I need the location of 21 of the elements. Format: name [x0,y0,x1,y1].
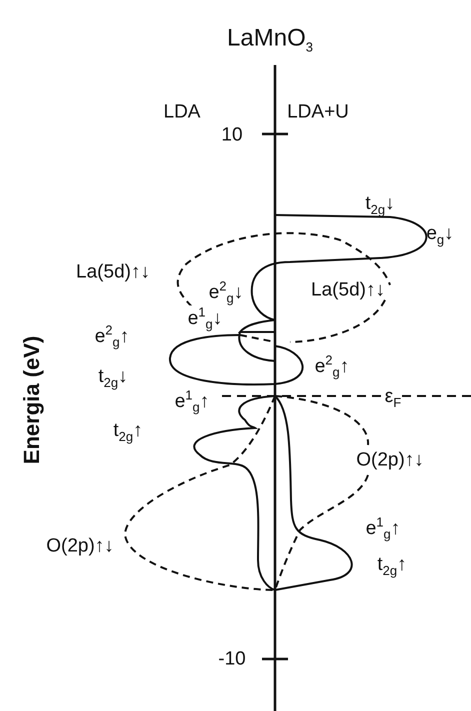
band-label: t$_{2g}$↑ [113,421,143,443]
band-label: e$^{2}$$_{g}$↓ [208,279,244,305]
band-label: e$^{1}$$_{g}$↑ [366,515,400,541]
band-label: t$_{2g}$↓ [98,367,128,389]
band-label: O(2p)↑↓ [356,450,424,470]
band-label: La(5d)↑↓ [76,262,150,282]
panel-label: LDA+U [287,102,349,122]
band-label: t$_{2g}$↑ [377,555,407,577]
band-label: O(2p)↑↓ [46,536,114,556]
band-label: t$_{2g}$↓ [365,194,395,216]
band-label: La(5d)↑↓ [311,280,385,300]
tick-label: -10 [218,650,246,668]
band-label: e$^{1}$$_{g}$↓ [188,305,222,331]
band-label: e$^{1}$$_{g}$↑ [174,388,210,414]
band-label: e$^{2}$$_{g}$↑ [314,353,350,379]
band-label: e$_{g}$↓ [426,224,454,246]
chart-title: LaMnO$_{3}$ [227,26,313,54]
band-label: e$^{2}$$_{g}$↑ [94,323,130,349]
axis-title: Energia (eV) [21,336,43,464]
tick-label: 10 [221,126,243,144]
panel-label: LDA [164,102,200,122]
